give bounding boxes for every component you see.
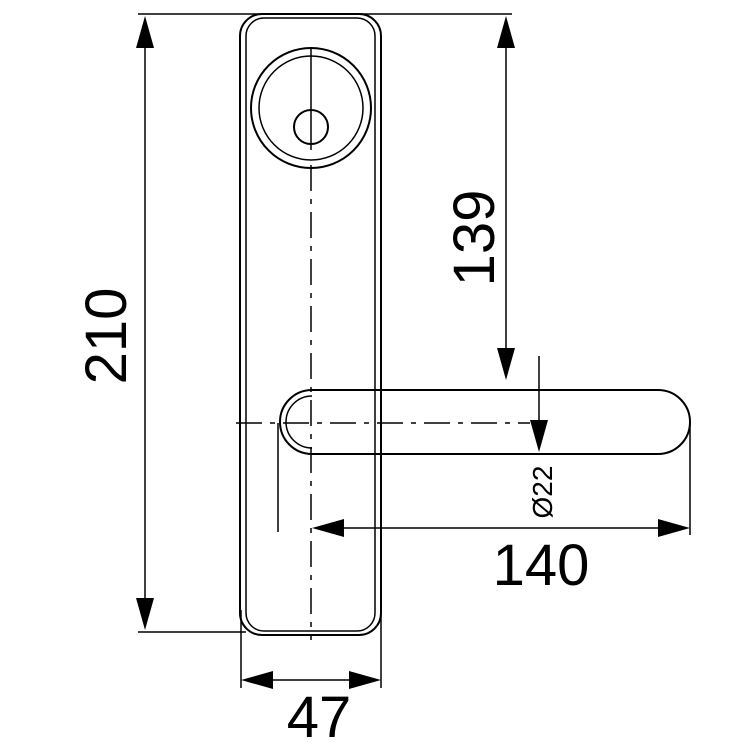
arrow-down-icon <box>136 598 154 630</box>
arrow-left-icon <box>241 671 273 689</box>
lever-handle <box>236 389 691 532</box>
dimension-handle-length: 140 <box>312 423 691 598</box>
dimension-total-height: 210 <box>74 13 512 633</box>
label-210: 210 <box>74 288 139 385</box>
arrow-right-icon <box>658 519 690 537</box>
back-plate-inner <box>245 17 376 632</box>
arrow-up-icon <box>136 16 154 48</box>
arrow-right-icon <box>349 671 381 689</box>
label-47: 47 <box>287 685 352 748</box>
arrow-down-icon <box>497 348 515 380</box>
label-140: 140 <box>493 533 590 598</box>
label-139: 139 <box>442 190 507 287</box>
dimension-handle-diameter: Ø22 <box>527 356 558 518</box>
arrow-down-icon <box>530 420 548 452</box>
arrow-left-icon <box>312 519 344 537</box>
dimension-plate-width: 47 <box>240 610 382 748</box>
arrow-up-icon <box>497 16 515 48</box>
lever-body <box>279 389 691 455</box>
lever-inner-edge <box>285 395 313 449</box>
label-diameter-22: Ø22 <box>527 466 558 519</box>
key-cylinder <box>250 47 372 169</box>
dimension-handle-offset: 139 <box>442 16 515 380</box>
